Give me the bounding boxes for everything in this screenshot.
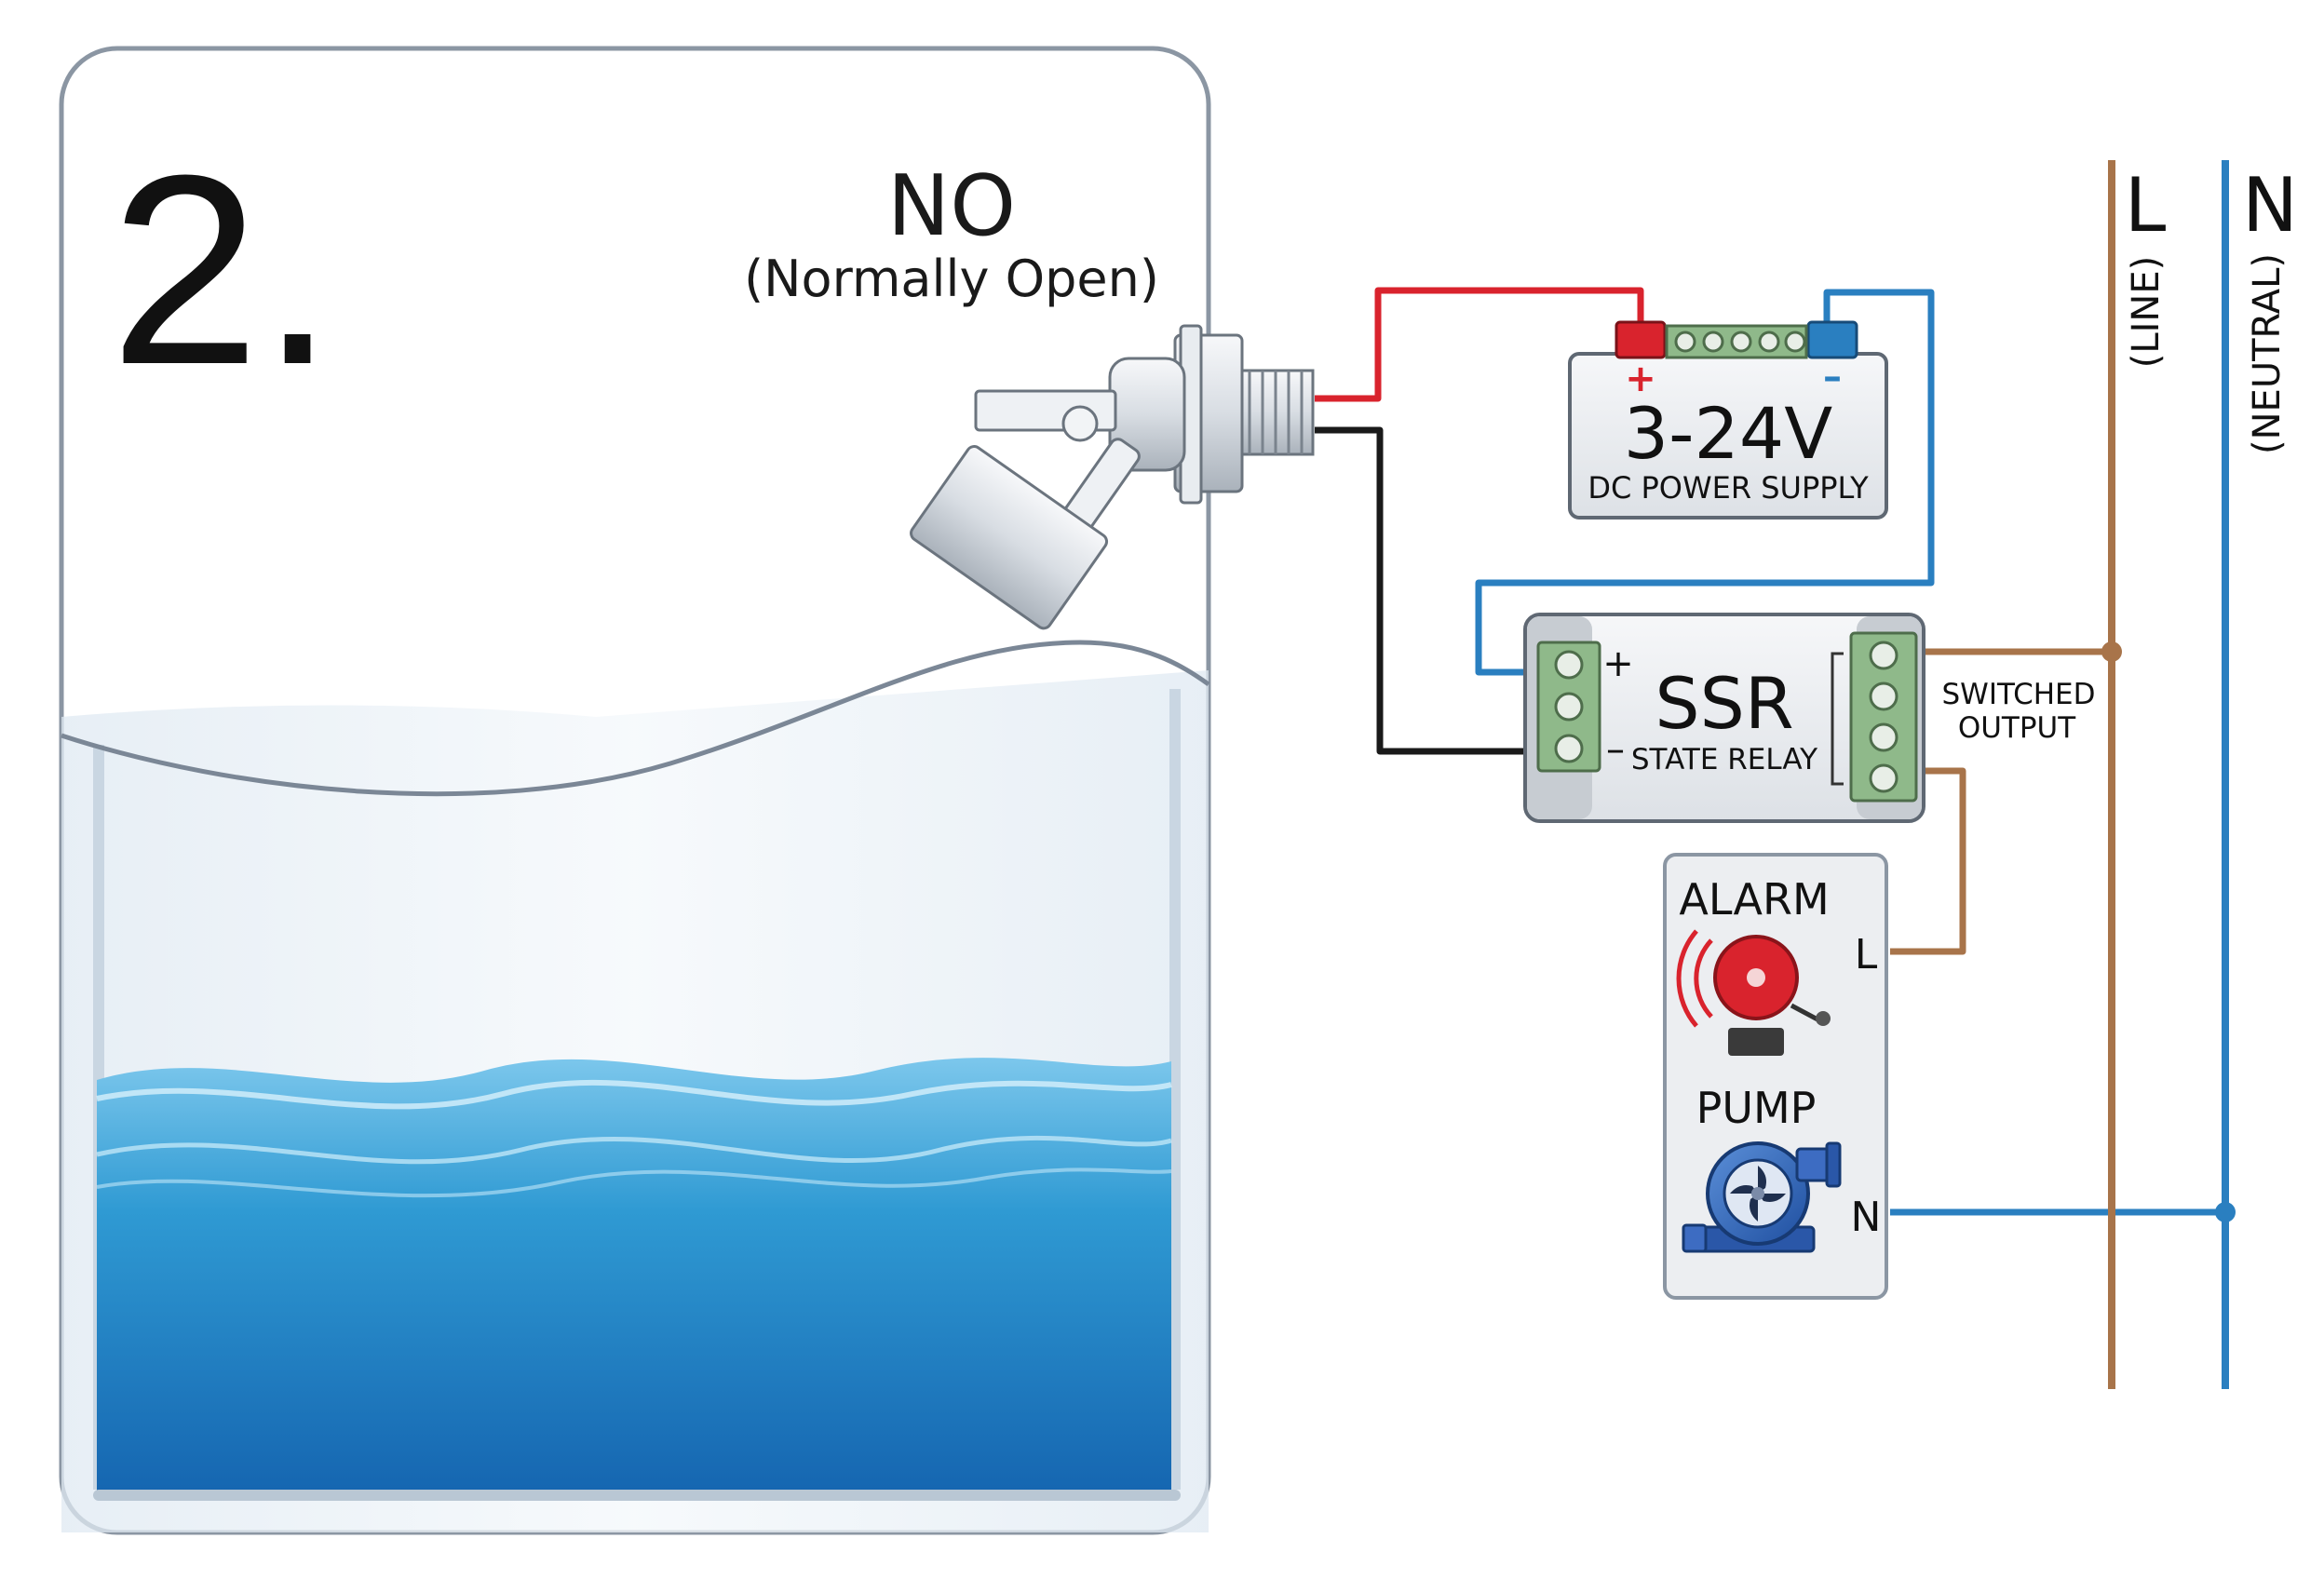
ssr-output-terminal-block: [1849, 631, 1918, 803]
ssr-body: [1523, 613, 1925, 823]
psu-positive-terminal: [1615, 320, 1667, 359]
positive-wire: [1315, 287, 1644, 402]
ssr-subtitle: STATE RELAY: [1631, 743, 1817, 776]
ssr-output-screws: [1869, 641, 1898, 793]
neutral-name: (NEUTRAL): [2246, 253, 2289, 454]
line-letter: L: [2125, 162, 2167, 249]
ssr-output-to-load-wire: [1890, 767, 1966, 955]
wiring: [1315, 160, 2236, 1389]
psu-negative-terminal: [1806, 320, 1858, 359]
float-switch-float: [910, 445, 1109, 630]
water-wave-1: [96, 1079, 1172, 1110]
psu-plus-symbol: +: [1625, 358, 1656, 400]
water-wave-3: [96, 1167, 1172, 1198]
ssr-minus-symbol: –: [1606, 728, 1625, 771]
pump-icon: [1682, 1141, 1842, 1253]
pump-neutral-terminal: N: [1851, 1194, 1882, 1241]
float-switch: [910, 324, 1315, 630]
float-switch-pivot: [1061, 405, 1099, 442]
water-tank: [59, 46, 1211, 1535]
psu-terminal-screws: [1674, 331, 1806, 353]
switch-type-subtitle: (Normally Open): [744, 250, 1159, 308]
water-wave-2: [96, 1135, 1172, 1165]
alarm-line-terminal: L: [1855, 931, 1878, 978]
pump-label: PUMP: [1696, 1083, 1817, 1133]
loads-panel: ALARM L PUMP: [1663, 853, 1888, 1300]
ssr-output-label-line2: OUTPUT: [1958, 711, 2076, 745]
tank-glass-rim: [61, 640, 1210, 797]
step-number: 2.: [110, 119, 335, 421]
water-body: [97, 1058, 1171, 1497]
dc-power-supply: + – 3-24V DC POWER SUPPLY: [1568, 320, 1888, 520]
psu-minus-symbol: –: [1823, 356, 1842, 398]
psu-label: DC POWER SUPPLY: [1588, 470, 1869, 506]
psu-negative-to-ssr-positive-wire: [1475, 289, 1935, 676]
ssr-output-bracket: [1831, 652, 1844, 786]
ssr-plus-symbol: +: [1602, 642, 1634, 685]
solid-state-relay: + – SSR STATE RELAY SWITCHED OUTPUT: [1523, 613, 2096, 823]
switch-type-title: NO: [887, 157, 1016, 255]
neutral-junction: [2215, 1202, 2236, 1222]
line-junction: [2101, 641, 2122, 662]
tank-bottom: [93, 1490, 1181, 1501]
line-name: (LINE): [2125, 256, 2168, 369]
alarm-bell-icon: [1676, 929, 1831, 1056]
tank-inner-wall-right: [1169, 689, 1181, 1490]
ssr-input-screws: [1554, 650, 1584, 763]
ssr-output-label-line1: SWITCHED: [1941, 678, 2095, 711]
switch-to-ssr-negative-wire: [1315, 426, 1527, 755]
alarm-label: ALARM: [1679, 874, 1829, 924]
ssr-title: SSR: [1655, 662, 1793, 745]
neutral-letter: N: [2242, 162, 2298, 249]
psu-voltage: 3-24V: [1624, 392, 1832, 475]
